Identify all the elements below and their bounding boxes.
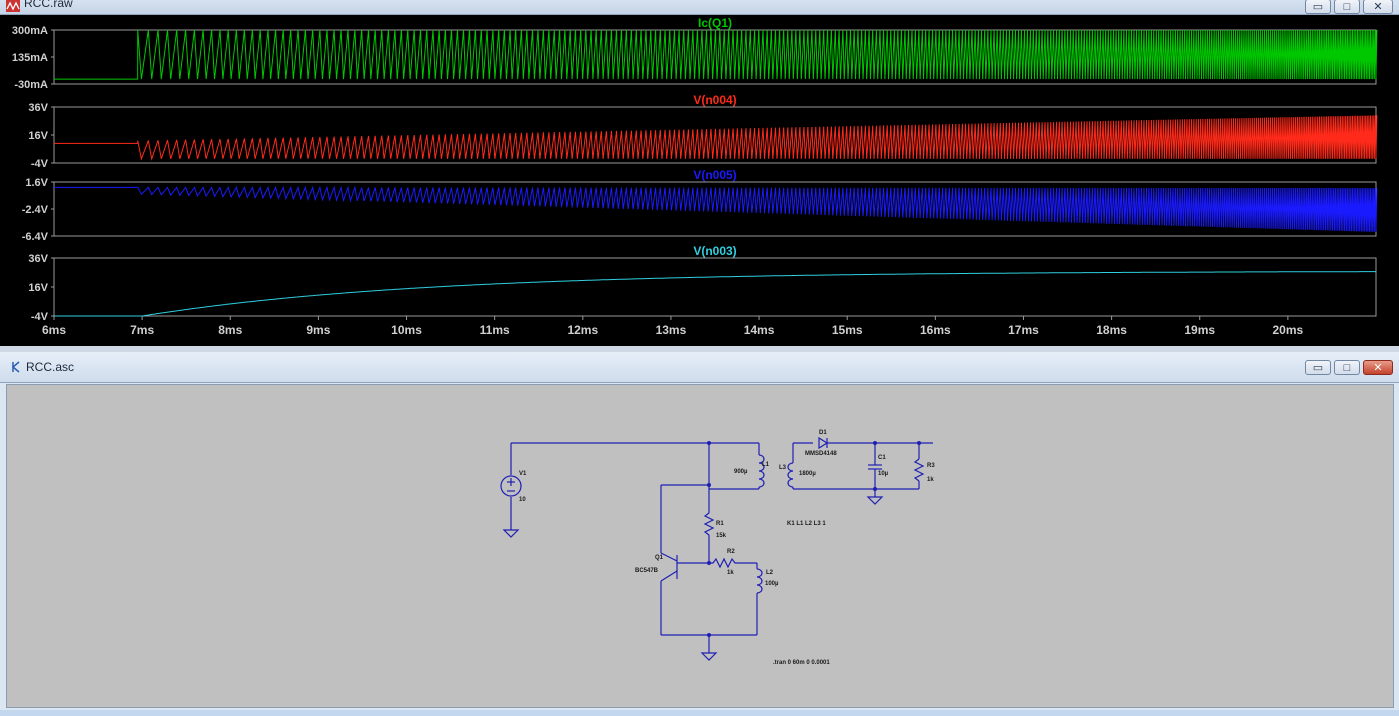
- x-tick-label: 12ms: [567, 323, 598, 337]
- waveform-window-title: RCC.raw: [24, 0, 73, 10]
- maximize-button[interactable]: □: [1334, 0, 1360, 14]
- y-tick-label: -4V: [31, 311, 49, 323]
- l3-name: L3: [779, 465, 786, 471]
- q1-name: Q1: [655, 555, 663, 561]
- y-tick-label: 16V: [28, 130, 48, 142]
- inductor-l1: [759, 455, 764, 487]
- trace-line: [54, 272, 1376, 316]
- x-tick-label: 17ms: [1008, 323, 1039, 337]
- y-tick-label: 16V: [28, 282, 48, 294]
- waveform-window: RCC.raw ▭ □ ✕ 300mA 135mA -30mA Ic(Q1) 36V 16…: [0, 0, 1399, 346]
- c1-value: 10µ: [878, 471, 888, 477]
- r2-value: 1k: [727, 570, 734, 576]
- schematic-maximize-button[interactable]: □: [1334, 360, 1360, 375]
- resistor-r2: [709, 559, 740, 567]
- y-tick-label: 36V: [28, 102, 48, 114]
- y-tick-label: 135mA: [12, 52, 48, 64]
- schematic-close-button[interactable]: ✕: [1363, 360, 1393, 375]
- ground-symbol: [868, 497, 882, 504]
- r2-name: R2: [727, 549, 735, 555]
- tran-directive[interactable]: .tran 0 60m 0 0.0001: [773, 660, 830, 666]
- close-button[interactable]: ✕: [1363, 0, 1393, 14]
- l2-value: 100µ: [765, 581, 778, 587]
- x-tick-label: 16ms: [920, 323, 951, 337]
- schematic-drawing: [7, 385, 1393, 707]
- waveform-plot[interactable]: 300mA 135mA -30mA Ic(Q1) 36V 16V -4V V(n004) 1.6…: [0, 14, 1399, 346]
- trace-name[interactable]: V(n004): [693, 93, 736, 107]
- l3-value: 1800µ: [799, 471, 816, 477]
- x-tick-label: 13ms: [656, 323, 687, 337]
- trace-line: [54, 30, 1377, 79]
- taskbar-strip: [0, 710, 1399, 716]
- trace-name[interactable]: Ic(Q1): [698, 16, 732, 30]
- diode-d1: [819, 438, 827, 448]
- r3-value: 1k: [927, 477, 934, 483]
- schematic-minimize-button[interactable]: ▭: [1305, 360, 1331, 375]
- r3-name: R3: [927, 463, 935, 469]
- x-tick-label: 10ms: [391, 323, 422, 337]
- y-tick-label: 1.6V: [25, 177, 48, 189]
- y-tick-label: -6.4V: [22, 231, 49, 243]
- d1-name: D1: [819, 430, 827, 436]
- x-tick-label: 9ms: [306, 323, 330, 337]
- inductor-l2: [757, 569, 762, 593]
- trace-line: [54, 187, 1377, 232]
- r1-name: R1: [716, 521, 724, 527]
- l1-value: 900µ: [734, 469, 747, 475]
- y-tick-label: 36V: [28, 253, 48, 265]
- minimize-button[interactable]: ▭: [1305, 0, 1331, 14]
- schematic-window: RCC.asc ▭ □ ✕: [0, 352, 1399, 716]
- x-tick-label: 19ms: [1184, 323, 1215, 337]
- x-tick-label: 7ms: [130, 323, 154, 337]
- waveform-titlebar[interactable]: RCC.raw ▭ □ ✕: [0, 0, 1399, 15]
- x-tick-label: 14ms: [744, 323, 775, 337]
- x-tick-label: 6ms: [42, 323, 66, 337]
- trace-name[interactable]: V(n005): [693, 168, 736, 182]
- pane-frame: [54, 258, 1376, 316]
- y-tick-label: -30mA: [14, 79, 48, 91]
- waveform-app-icon: [6, 0, 20, 12]
- resistor-r3: [915, 459, 923, 481]
- r1-value: 15k: [716, 533, 726, 539]
- trace-name[interactable]: V(n003): [693, 244, 736, 258]
- v1-name: V1: [519, 471, 526, 477]
- ground-symbol: [504, 530, 518, 537]
- schematic-canvas[interactable]: V1 10 L1 900µ L3 1800µ D1 MMSD4148 C1 10…: [6, 384, 1394, 708]
- resistor-r1: [705, 513, 713, 535]
- y-tick-label: 300mA: [12, 25, 48, 37]
- schematic-titlebar[interactable]: RCC.asc ▭ □ ✕: [0, 352, 1399, 383]
- schematic-app-icon: [8, 361, 22, 373]
- y-tick-label: -4V: [31, 158, 49, 170]
- l2-name: L2: [766, 570, 773, 576]
- x-tick-label: 8ms: [218, 323, 242, 337]
- y-tick-label: -2.4V: [22, 204, 49, 216]
- x-tick-label: 11ms: [480, 323, 510, 337]
- c1-name: C1: [878, 455, 886, 461]
- schematic-window-controls: ▭ □ ✕: [1305, 360, 1393, 375]
- l1-name: L1: [762, 462, 769, 468]
- v1-value: 10: [519, 497, 526, 503]
- q1-value: BC547B: [635, 568, 658, 574]
- inductor-l3: [788, 463, 793, 487]
- x-tick-label: 15ms: [832, 323, 863, 337]
- ground-symbol: [702, 653, 716, 660]
- trace-line: [54, 115, 1377, 158]
- x-tick-label: 20ms: [1273, 323, 1304, 337]
- schematic-window-title: RCC.asc: [26, 360, 74, 374]
- x-tick-label: 18ms: [1096, 323, 1127, 337]
- waveform-window-controls: ▭ □ ✕: [1305, 0, 1393, 14]
- d1-value: MMSD4148: [805, 451, 837, 457]
- coupling-directive[interactable]: K1 L1 L2 L3 1: [787, 521, 826, 527]
